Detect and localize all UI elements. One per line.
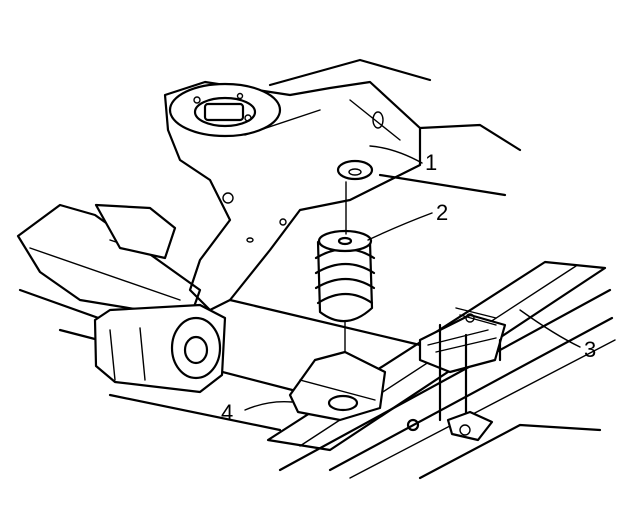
callout-label-1: 1 [425, 150, 438, 175]
leader-line-1 [369, 145, 423, 164]
leader-line-3 [519, 309, 581, 348]
lower-control-arm [16, 203, 202, 320]
leader-line-4 [244, 400, 293, 411]
frame-crossmember [18, 58, 522, 432]
control-arm-bushing [93, 303, 227, 394]
leader-lines [244, 145, 581, 411]
callout-label-2: 2 [436, 200, 449, 225]
axle-seat [288, 350, 420, 432]
leader-line-2 [367, 212, 433, 241]
spring-clamp [418, 307, 507, 442]
callout-label-3: 3 [584, 337, 597, 362]
callout-label-4: 4 [221, 400, 234, 425]
